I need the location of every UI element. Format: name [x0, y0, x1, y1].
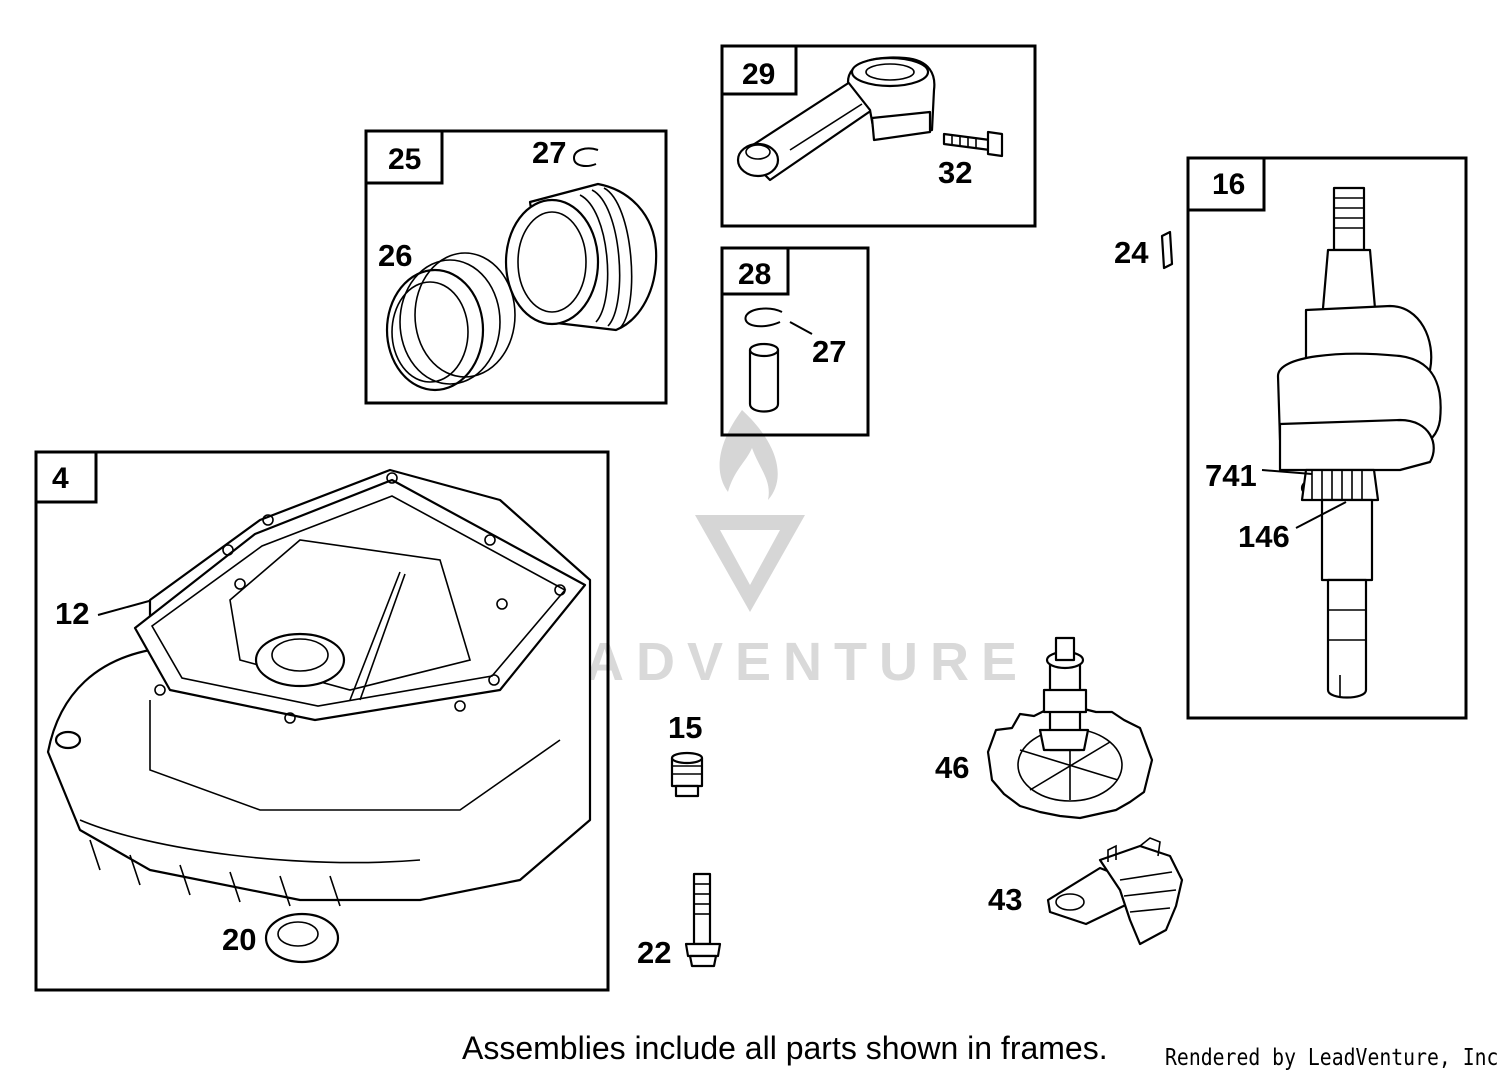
frame-29-label: 29	[742, 58, 775, 91]
frame-29: 29	[720, 44, 1037, 228]
frame-4-label: 4	[52, 462, 69, 495]
piston-pin	[748, 342, 780, 413]
piston-pin-clip	[572, 147, 599, 167]
frame-25: 25	[364, 129, 668, 405]
part-27-label-a: 27	[532, 135, 566, 170]
frame-16: 16	[1186, 156, 1468, 720]
part-22-label: 22	[637, 935, 671, 970]
piston	[504, 182, 658, 332]
part-24-label: 24	[1114, 235, 1149, 270]
frame-4: 4	[34, 450, 610, 992]
part-27-label-b: 27	[812, 334, 846, 369]
frame-28-label: 28	[738, 258, 771, 291]
camshaft	[986, 636, 1154, 820]
rod-bolt	[942, 130, 1004, 158]
part-32-label: 32	[938, 155, 972, 190]
part-741-label: 741	[1205, 458, 1257, 493]
frame-25-label: 25	[388, 143, 421, 176]
engine-sump	[46, 468, 592, 907]
assembly-note: Assemblies include all parts shown in fr…	[462, 1030, 1108, 1066]
leader-741	[1261, 469, 1313, 475]
leader-27-b	[789, 321, 813, 335]
part-46-label: 46	[935, 750, 969, 785]
part-12-label: 12	[55, 596, 89, 631]
piston-rings	[385, 252, 516, 392]
bolt-22	[684, 872, 722, 968]
crank-key	[1160, 230, 1174, 270]
connecting-rod	[736, 56, 936, 182]
leader-146	[1295, 501, 1347, 529]
oil-seal	[264, 912, 340, 964]
breather-plug	[670, 751, 704, 798]
governor-assembly	[1046, 837, 1184, 946]
part-26-label: 26	[378, 238, 412, 273]
part-146-label: 146	[1238, 519, 1290, 554]
frame-28: 28	[720, 246, 870, 437]
frame-16-label: 16	[1212, 168, 1245, 201]
part-20-label: 20	[222, 922, 256, 957]
part-43-label: 43	[988, 882, 1022, 917]
pin-clip	[744, 307, 783, 328]
crankshaft	[1276, 186, 1442, 699]
render-credit: Rendered by LeadVenture, Inc.	[1165, 1045, 1500, 1071]
part-15-label: 15	[668, 710, 702, 745]
